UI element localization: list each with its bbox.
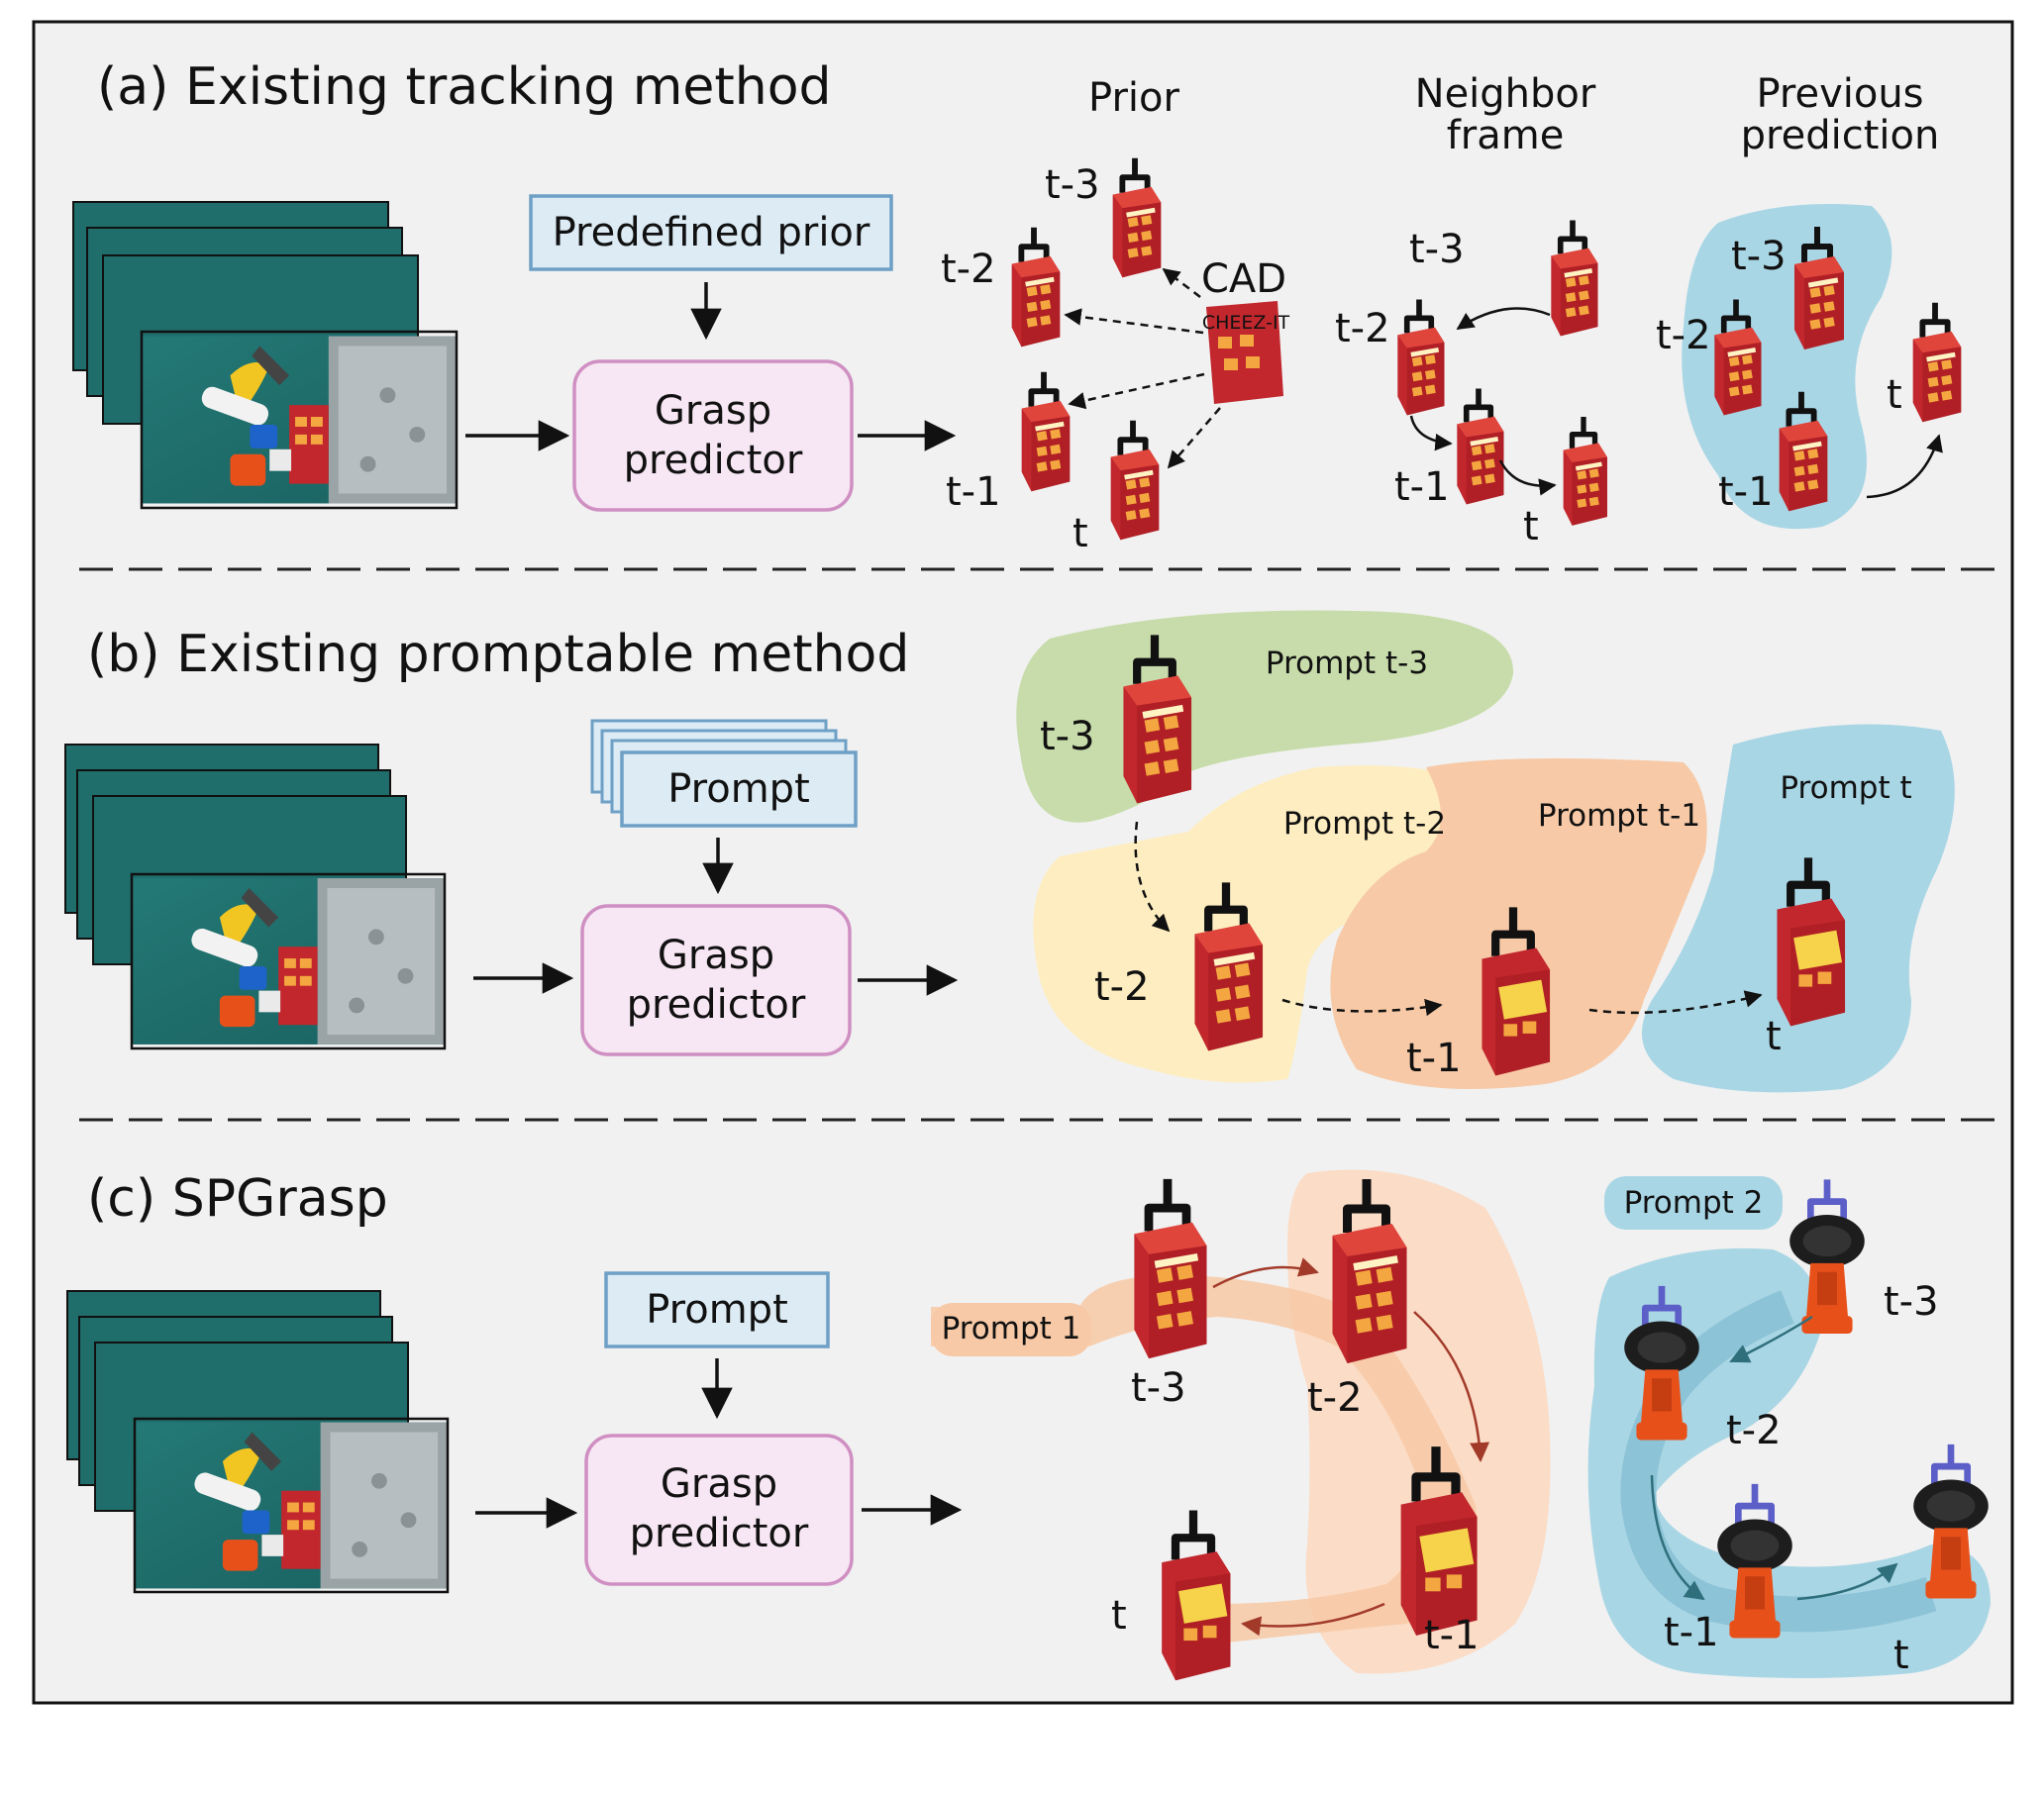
c-box-label-t: t xyxy=(1111,1593,1127,1639)
c-box-label-t2: t-2 xyxy=(1307,1375,1363,1421)
prompt-t-label: Prompt t xyxy=(1780,770,1911,806)
c-box-label-t3: t-3 xyxy=(1131,1365,1186,1411)
prompt-t1-label: Prompt t-1 xyxy=(1538,798,1700,834)
prompt-b-arrows xyxy=(1134,821,1763,1017)
prompt2-pill xyxy=(1604,1176,1783,1230)
panel-a: (a) Existing tracking method Predefined … xyxy=(72,57,1961,556)
prior-label-t1: t-1 xyxy=(946,469,1001,515)
prompt2-path xyxy=(1620,1290,1937,1633)
neighbor-label-t1: t-1 xyxy=(1394,464,1450,510)
grasp-predictor-a-line2: predictor xyxy=(624,438,803,483)
grasp-predictor-a-line1: Grasp xyxy=(655,388,771,434)
grasp-predictor-c-line1: Grasp xyxy=(661,1461,777,1507)
grasp-predictor-b-line1: Grasp xyxy=(658,933,774,978)
c-box-arrows xyxy=(1212,1257,1490,1637)
drill-label-t3: t-3 xyxy=(1884,1279,1939,1325)
prompt-b-label-t1: t-1 xyxy=(1406,1036,1462,1081)
svg-text:CHEEZ-IT: CHEEZ-IT xyxy=(1202,312,1290,334)
neighbor-arrows xyxy=(1409,307,1557,496)
prompt-stack-b: Prompt xyxy=(590,719,858,828)
prompt-c-box xyxy=(604,1271,830,1348)
prompt-c-label: Prompt xyxy=(646,1287,788,1333)
col-prior-title: Prior xyxy=(1088,75,1179,121)
panel-a-title: (a) Existing tracking method xyxy=(97,57,832,117)
c-box-label-t1: t-1 xyxy=(1424,1613,1480,1658)
cad-label: CAD xyxy=(1201,256,1286,302)
cad-dashed-arrows xyxy=(1064,267,1221,469)
prior-label-t3: t-3 xyxy=(1045,162,1100,208)
grasp-predictor-c-line2: predictor xyxy=(630,1511,809,1556)
panel-b: (b) Existing promptable method Prompt Gr… xyxy=(64,610,1955,1093)
grasp-predictor-c xyxy=(584,1434,854,1586)
previous-label-t: t xyxy=(1887,372,1902,418)
prompt1-pill xyxy=(931,1303,1091,1356)
previous-label-t1: t-1 xyxy=(1718,469,1774,515)
prior-label-t2: t-2 xyxy=(941,247,996,292)
prompt2-label: Prompt 2 xyxy=(1624,1185,1764,1221)
previous-label-t2: t-2 xyxy=(1656,313,1711,358)
neighbor-label-t: t xyxy=(1523,504,1539,549)
col-previous-line1: Previous xyxy=(1756,71,1923,117)
prompt-t2-label: Prompt t-2 xyxy=(1283,806,1446,842)
drill-label-t1: t-1 xyxy=(1664,1610,1719,1655)
neighbor-label-t2: t-2 xyxy=(1335,306,1390,351)
previous-arrow xyxy=(1866,434,1943,499)
grasp-predictor-a xyxy=(572,359,854,512)
input-frames-a xyxy=(72,201,459,510)
grasp-predictor-b-line2: predictor xyxy=(627,982,806,1028)
previous-label-t3: t-3 xyxy=(1731,234,1787,279)
prompt1-label: Prompt 1 xyxy=(942,1311,1081,1346)
col-neighbor-line1: Neighbor xyxy=(1415,71,1596,117)
drill-label-t: t xyxy=(1893,1633,1909,1678)
panel-b-title: (b) Existing promptable method xyxy=(87,625,909,684)
predefined-prior-label: Predefined prior xyxy=(553,210,870,255)
neighbor-label-t3: t-3 xyxy=(1409,227,1465,272)
prior-label-t: t xyxy=(1073,511,1088,556)
prompt-t2-region xyxy=(1033,765,1487,1083)
prompt-b-label-t2: t-2 xyxy=(1094,964,1150,1010)
prompt-t3-label: Prompt t-3 xyxy=(1266,646,1428,681)
drill-arrows xyxy=(1650,1315,1898,1601)
cad-box: CHEEZ-IT xyxy=(1202,301,1290,404)
panel-c-title: (c) SPGrasp xyxy=(87,1169,388,1229)
predefined-prior-box xyxy=(529,194,893,271)
input-frames-c xyxy=(66,1290,450,1594)
drill-label-t2: t-2 xyxy=(1726,1408,1782,1453)
prompt-b-label-t: t xyxy=(1766,1014,1782,1059)
col-neighbor-line2: frame xyxy=(1447,113,1565,158)
col-previous-line2: prediction xyxy=(1741,113,1940,158)
prompt-b-label-t3: t-3 xyxy=(1040,714,1095,759)
input-frames-b xyxy=(64,744,447,1050)
grasp-predictor-b xyxy=(580,904,852,1056)
panel-c: (c) SPGrasp Prompt Grasp predictor Promp… xyxy=(66,1169,1991,1680)
prompt-b-label: Prompt xyxy=(667,766,810,812)
